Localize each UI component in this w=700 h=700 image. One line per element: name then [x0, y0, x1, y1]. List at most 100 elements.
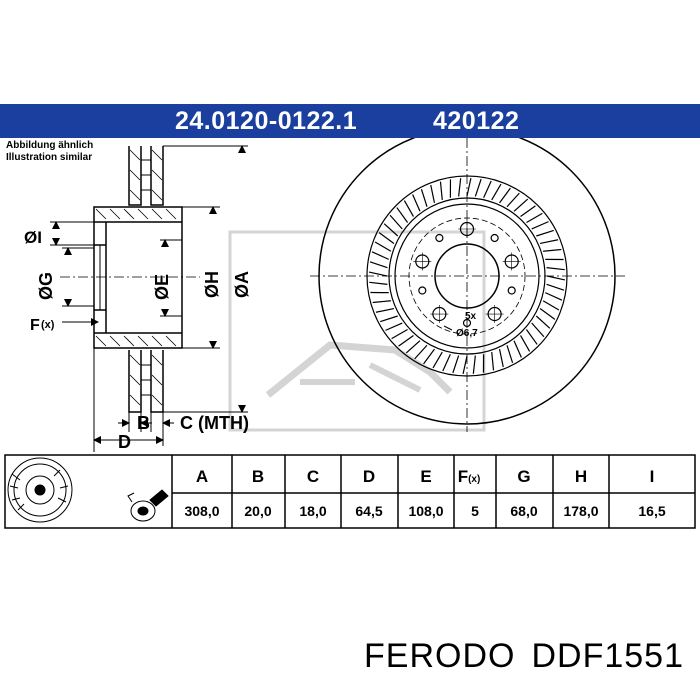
cooling-vane	[368, 271, 388, 277]
table-value-b: 20,0	[244, 503, 271, 519]
dimension-lines	[50, 145, 248, 452]
cooling-vane	[536, 229, 554, 237]
brand-name: FERODO	[364, 637, 516, 675]
cooling-vane	[531, 322, 545, 338]
locating-hole	[490, 233, 499, 243]
cooling-vane	[378, 232, 395, 244]
cooling-vane	[506, 192, 520, 208]
cooling-vane	[391, 329, 408, 340]
bolt-hole-centerline	[458, 220, 476, 238]
cooling-vane	[491, 183, 502, 201]
label-dim-h: ØH	[202, 271, 222, 298]
table-value-i: 16,5	[638, 503, 665, 519]
cooling-vane	[526, 212, 543, 223]
cooling-vane	[372, 300, 391, 304]
locating-hole	[418, 286, 427, 295]
wear-gauge-icon	[127, 489, 169, 522]
cooling-vane	[491, 352, 495, 371]
cooling-vane	[385, 322, 403, 331]
bolt-hole-centerline	[413, 252, 432, 271]
cooling-vane	[369, 281, 388, 285]
cooling-vane	[472, 355, 476, 374]
cooling-vane	[432, 351, 443, 369]
cooling-vane	[520, 335, 531, 352]
label-dim-b: B	[137, 413, 150, 433]
table-header-e: E	[420, 467, 431, 486]
label-dim-f: F	[30, 317, 40, 334]
note-english: Illustration similar	[6, 152, 93, 163]
locating-hole	[462, 318, 472, 328]
cooling-vane	[375, 307, 395, 313]
cooling-vane	[506, 345, 514, 363]
front-disc-view	[310, 138, 625, 432]
table-value-e: 108,0	[408, 503, 443, 519]
cooling-vane	[439, 181, 443, 200]
table-header-f-sub: (x)	[468, 474, 480, 485]
cooling-vane	[546, 267, 565, 271]
cooling-vane	[474, 178, 482, 197]
cooling-vane	[543, 248, 562, 252]
note-german: Abbildung ähnlich	[6, 140, 94, 151]
label-dim-i: ØI	[24, 228, 42, 247]
cooling-vane	[389, 214, 403, 230]
cooling-vane	[442, 354, 451, 372]
table-value-g: 68,0	[510, 503, 537, 519]
cooling-vane	[430, 184, 436, 204]
label-dim-g: ØG	[36, 272, 56, 300]
part-number: 24.0120-0122.1	[175, 107, 358, 135]
bolt-hole-centerline	[485, 305, 504, 324]
table-header-h: H	[575, 467, 587, 486]
ate-logo-watermark	[228, 230, 486, 432]
cooling-vane	[403, 200, 414, 217]
cooling-vane	[412, 194, 421, 212]
cooling-vane	[369, 261, 388, 269]
label-bolt-diameter: Ø6,7	[456, 328, 478, 339]
cooling-vane	[531, 221, 549, 230]
footer-brand-model: FERODO DDF1551	[364, 637, 684, 676]
cooling-vane	[513, 198, 529, 212]
cooling-vane	[545, 292, 563, 301]
cooling-vane	[546, 283, 565, 291]
label-dim-e: ØE	[152, 274, 172, 300]
cooling-vane	[462, 355, 468, 375]
table-header-c: C	[307, 467, 319, 486]
table-header-f: F(x)	[458, 467, 481, 486]
cooling-vane	[414, 344, 428, 360]
cooling-vane	[466, 177, 472, 197]
cooling-vane	[452, 355, 460, 374]
table-value-h: 178,0	[563, 503, 598, 519]
table-header-b: B	[252, 467, 264, 486]
cooling-vane	[539, 239, 559, 245]
label-dim-c: C (MTH)	[180, 413, 249, 433]
cooling-vane	[525, 329, 538, 345]
table-value-a: 308,0	[184, 503, 219, 519]
cooling-vane	[546, 275, 566, 281]
cooling-vane	[423, 348, 435, 365]
label-dim-f-sub: (x)	[41, 319, 55, 331]
label-dim-d: D	[118, 432, 131, 452]
side-section-view	[60, 146, 200, 413]
table-value-f: 5	[471, 503, 479, 519]
bolt-hole-centerline	[430, 305, 449, 324]
cooling-vane	[380, 315, 398, 323]
table-header-g: G	[517, 467, 530, 486]
cooling-vane	[499, 187, 511, 204]
cooling-vane	[383, 223, 399, 237]
cooling-vane	[371, 251, 389, 260]
cooling-vane	[520, 205, 536, 218]
label-bolt-count: 5x	[465, 311, 477, 322]
table-header-a: A	[196, 467, 208, 486]
cooling-vane	[405, 340, 421, 354]
locating-hole	[507, 286, 516, 295]
table-value-d: 64,5	[355, 503, 382, 519]
cooling-vane	[539, 308, 556, 320]
technical-drawing: ØI ØG ØE ØH ØA F (x) B C (MTH) D 5x Ø6,7	[24, 138, 625, 452]
cooling-vane	[396, 207, 409, 223]
bolt-hole-centerline	[502, 252, 521, 271]
cooling-vane	[374, 241, 392, 252]
locating-hole	[435, 233, 444, 243]
model-number: DDF1551	[531, 637, 684, 675]
cooling-vane	[542, 300, 560, 311]
disc-thumbnail-icon	[7, 457, 73, 523]
